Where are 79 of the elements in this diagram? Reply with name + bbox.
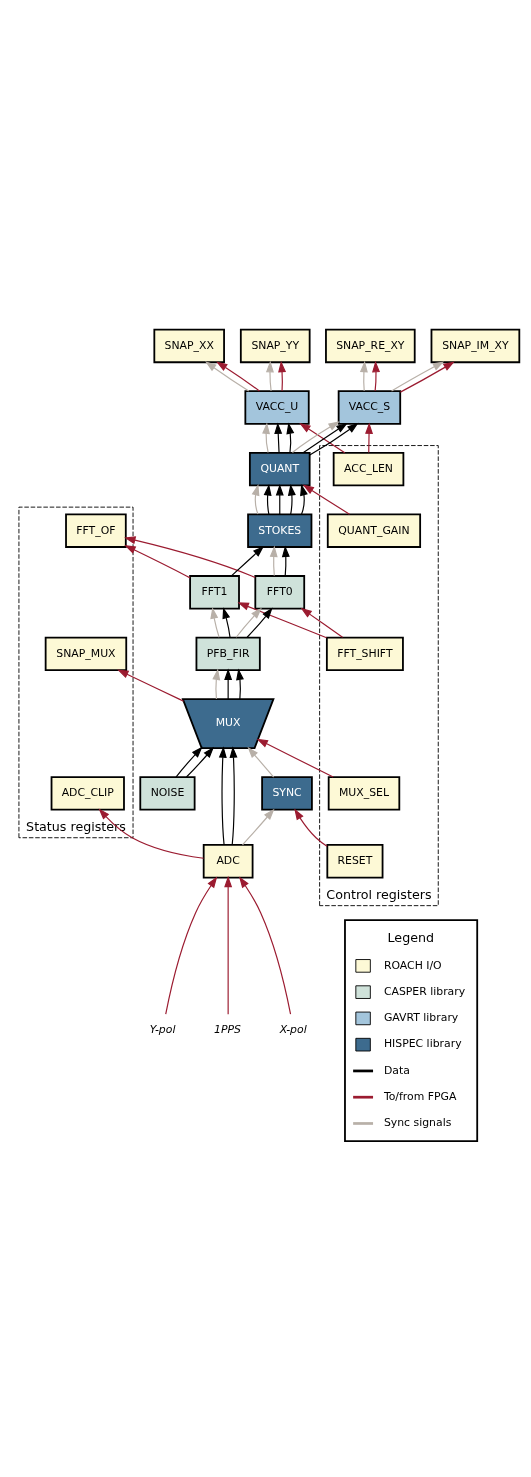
- node-text: X-pol: [279, 1022, 307, 1036]
- node-text: 1PPS: [214, 1022, 242, 1036]
- arrow: [237, 601, 328, 638]
- arrow: [263, 483, 272, 515]
- arrow: [231, 545, 265, 576]
- arrow: [98, 807, 205, 859]
- node-box: FFT_OF: [65, 513, 127, 548]
- arrow: [224, 875, 233, 1015]
- node-box: NOISE: [139, 775, 196, 811]
- arrow: [287, 483, 296, 515]
- arrow: [165, 875, 218, 1015]
- arrow: [246, 607, 273, 638]
- node-box: SNAP_MUX: [44, 636, 128, 671]
- arrow: [212, 668, 221, 700]
- arrow: [117, 669, 185, 702]
- arrow: [224, 668, 233, 700]
- arrow: [291, 420, 340, 453]
- arrow: [365, 421, 374, 453]
- arrow: [222, 606, 231, 638]
- arrow: [185, 746, 215, 778]
- arrow: [294, 808, 328, 847]
- arrow: [309, 422, 359, 456]
- node-box: SNAP_IM_XY: [430, 328, 521, 363]
- arrow: [210, 606, 220, 638]
- arrow: [124, 544, 191, 578]
- arrow: [300, 483, 308, 515]
- node-box: SYNC: [261, 775, 313, 811]
- arrow: [390, 360, 445, 392]
- arrow: [251, 483, 260, 515]
- node-box: VACC_U: [244, 389, 310, 425]
- legend-label: Data: [383, 1063, 410, 1077]
- arrow: [124, 535, 256, 578]
- node-box: PFB_FIR: [195, 636, 261, 671]
- node-box: SNAP_YY: [239, 328, 311, 363]
- legend-label: HISPEC library: [383, 1036, 462, 1050]
- arrow: [286, 421, 295, 453]
- node-box: RESET: [326, 843, 384, 878]
- arrow: [262, 421, 271, 453]
- label: Legend: [387, 929, 435, 945]
- arrow: [175, 746, 203, 778]
- legend-label: Sync signals: [383, 1115, 452, 1129]
- node-box: SNAP_RE_XY: [325, 328, 416, 363]
- arrow: [269, 545, 278, 576]
- node-box: MUX_SEL: [327, 775, 401, 811]
- node-box: FFT0: [254, 574, 306, 609]
- node-box: FFT_SHIFT: [325, 636, 404, 671]
- node-box: STOKES: [247, 513, 313, 548]
- arrow: [218, 745, 227, 845]
- arrow: [274, 421, 283, 453]
- arrow: [236, 668, 244, 700]
- node-box: QUANT_GAIN: [326, 513, 422, 548]
- arrow: [399, 361, 455, 393]
- arrow: [265, 360, 274, 391]
- arrow: [300, 607, 344, 638]
- arrow: [239, 875, 292, 1015]
- node-box: ACC_LEN: [332, 451, 405, 486]
- arrow: [278, 360, 287, 391]
- arrow: [241, 808, 275, 845]
- arrow: [205, 360, 250, 392]
- node-box: SNAP_XX: [153, 328, 225, 363]
- legend-label: ROACH I/O: [383, 958, 442, 972]
- arrow: [247, 746, 275, 778]
- node-box: VACC_S: [337, 389, 402, 425]
- node-box: QUANT: [248, 451, 311, 486]
- legend-label: To/from FPGA: [383, 1089, 457, 1103]
- arrow: [359, 360, 368, 391]
- legend-label: GAVRT library: [383, 1010, 459, 1024]
- arrow: [302, 484, 351, 515]
- node-box: ADC: [202, 843, 254, 878]
- arrow: [372, 360, 380, 391]
- node-text: Y-pol: [149, 1022, 176, 1036]
- node-box: ADC_CLIP: [50, 775, 125, 811]
- arrow: [216, 360, 260, 391]
- arrow: [281, 545, 290, 576]
- node-box: FFT1: [189, 574, 240, 609]
- arrow: [235, 607, 262, 638]
- legend-label: CASPER library: [383, 984, 466, 998]
- arrow: [275, 483, 284, 515]
- arrow: [229, 745, 238, 845]
